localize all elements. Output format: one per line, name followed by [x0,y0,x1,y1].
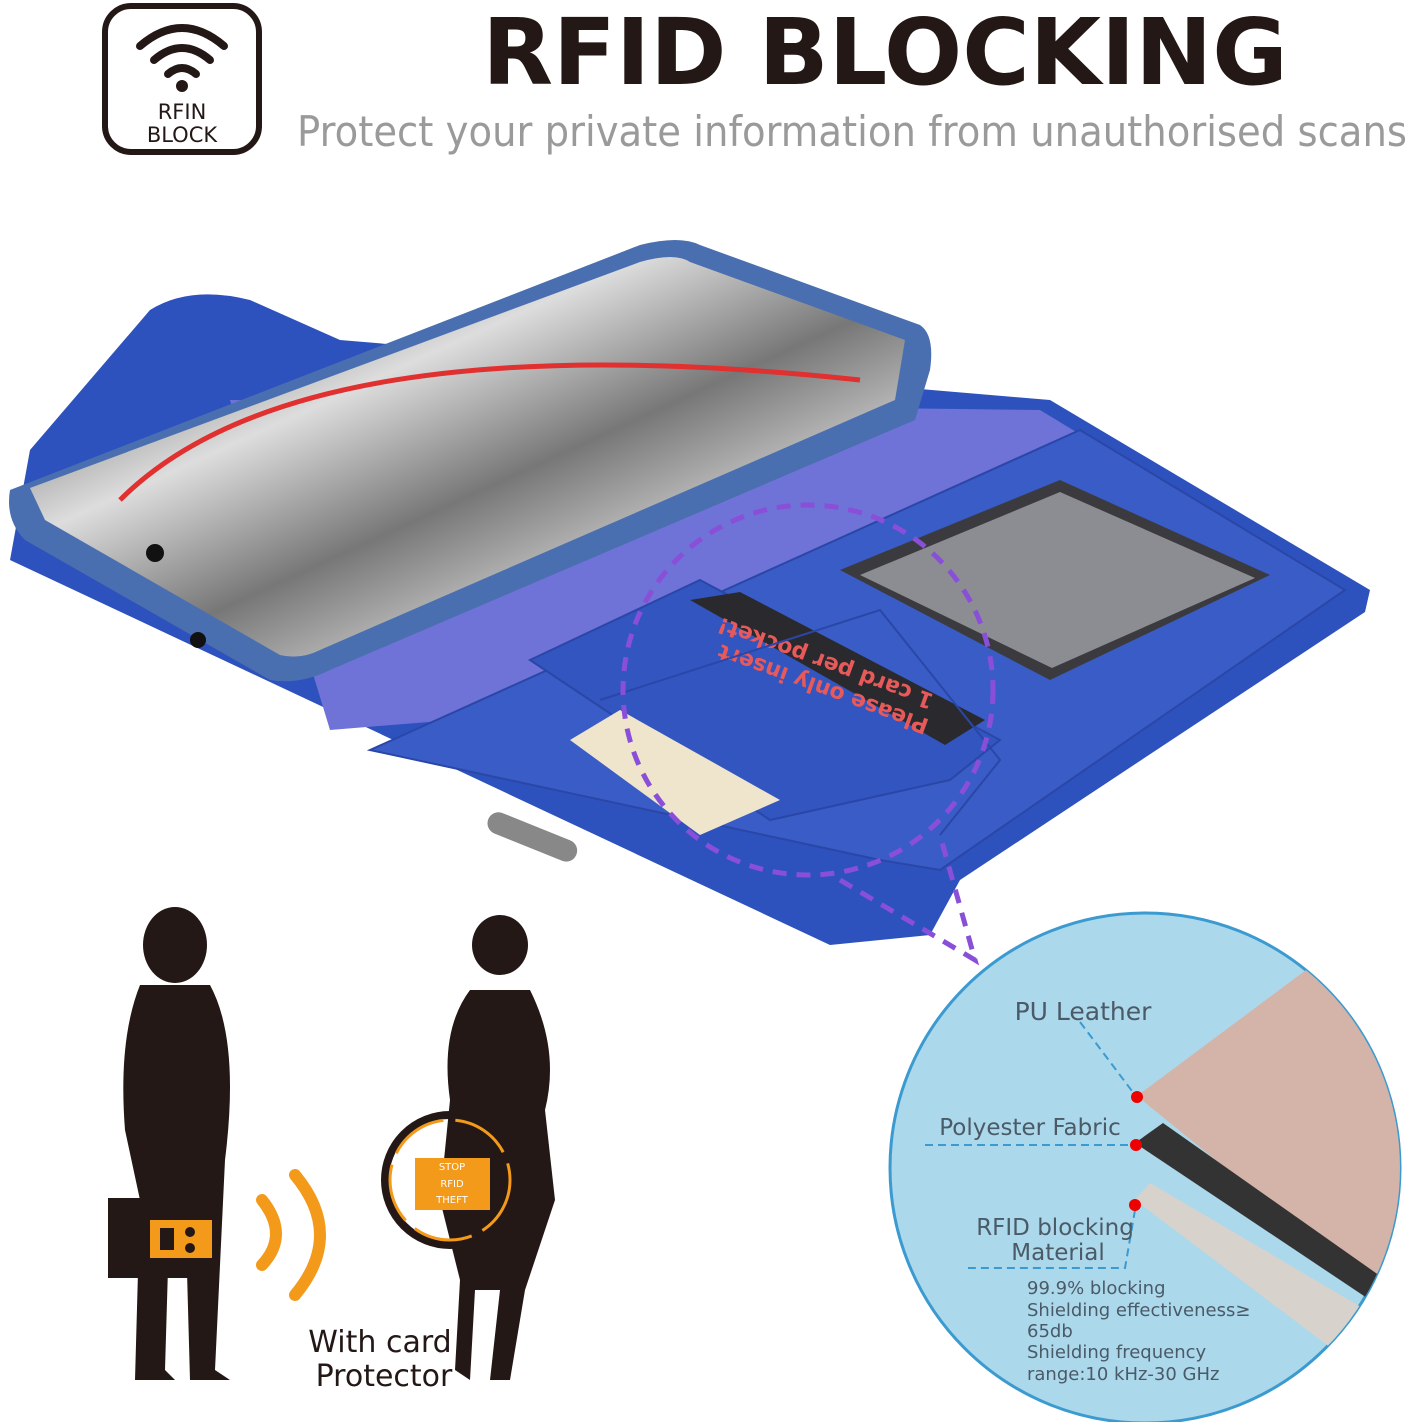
man-silhouette [108,907,230,1380]
caption-line1: With card [308,1325,451,1360]
caption-line2: Protector [316,1359,453,1394]
rfid-block-badge: RFIN BLOCK [102,3,262,155]
spec-2: Shielding effectiveness≥ [1027,1300,1250,1321]
badge-bottom: THEFT [435,1195,469,1206]
signal-waves-icon [256,1169,326,1301]
highlight-callout [620,502,996,966]
card-protector-badge: STOP RFID THEFT [381,1111,519,1249]
spec-4: Shielding frequency [1027,1342,1207,1363]
spec-3: 65db [1027,1321,1073,1342]
label-rfid-line1: RFID blocking [976,1215,1134,1241]
spec-1: 99.9% blocking [1027,1278,1166,1299]
label-rfid-line2: Material [1011,1240,1104,1266]
badge-mid: RFID [440,1179,464,1190]
badge-line1: RFIN [158,100,207,124]
badge-line2: BLOCK [147,123,219,147]
page-title: RFID BLOCKING [482,0,1288,106]
wifi-icon [136,24,228,78]
card-icon [150,1220,212,1258]
subtitle: Protect your private information from un… [297,107,1407,156]
woman-silhouette [440,915,555,1380]
label-polyester: Polyester Fabric [939,1115,1121,1141]
spec-5: range:10 kHz-30 GHz [1027,1364,1220,1385]
label-pu-leather: PU Leather [1015,997,1153,1026]
badge-top: STOP [439,1162,465,1173]
phone [9,240,932,682]
material-layers-diagram: PU Leather Polyester Fabric RFID blockin… [888,911,1402,1422]
